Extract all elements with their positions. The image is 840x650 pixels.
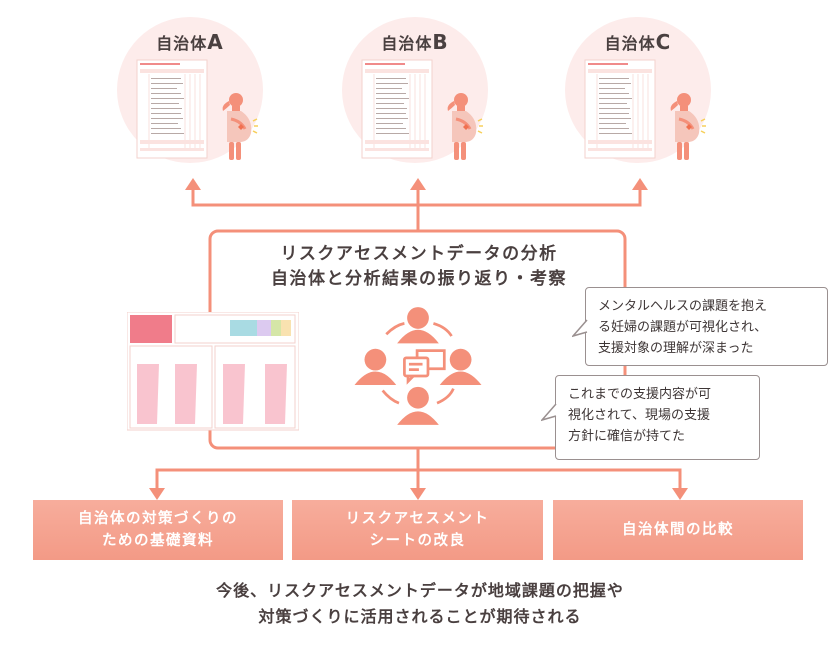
outcome-basic-materials: 自治体の対策づくりのための基礎資料 [33, 500, 283, 560]
arrow-up-icon [410, 178, 426, 190]
assessment-sheets [136, 59, 708, 162]
center-title: リスクアセスメントデータの分析 自治体と分析結果の振り返り・考察 [271, 244, 567, 289]
outcome-sheet-improvement: リスクアセスメントシートの改良 [292, 500, 543, 560]
feedback-bubble-2: これまでの支援内容が可視化されて、現場の支援方針に確信が持てた [555, 375, 760, 460]
conclusion-text: 今後、リスクアセスメントデータが地域課題の把握や 対策づくりに活用されることが期… [216, 581, 624, 626]
arrow-down-icon [149, 488, 165, 500]
arrow-down-icon [672, 488, 688, 500]
bubble-tail [541, 403, 557, 422]
bubble-tail [572, 319, 588, 338]
feedback-bubble-1: メンタルヘルスの課題を抱える妊婦の課題が可視化され、支援対象の理解が深まった [585, 287, 828, 366]
pregnant-woman-icon [221, 91, 260, 162]
pregnant-woman-icon [446, 91, 485, 162]
outcome-comparison: 自治体間の比較 [553, 500, 803, 560]
analysis-report-thumbnail [127, 312, 299, 431]
arrow-up-icon [632, 178, 648, 190]
arrow-down-icon [410, 488, 426, 500]
pregnant-woman-icon [669, 91, 708, 162]
arrow-up-icon [185, 178, 201, 190]
group-discussion-icon [354, 307, 482, 425]
